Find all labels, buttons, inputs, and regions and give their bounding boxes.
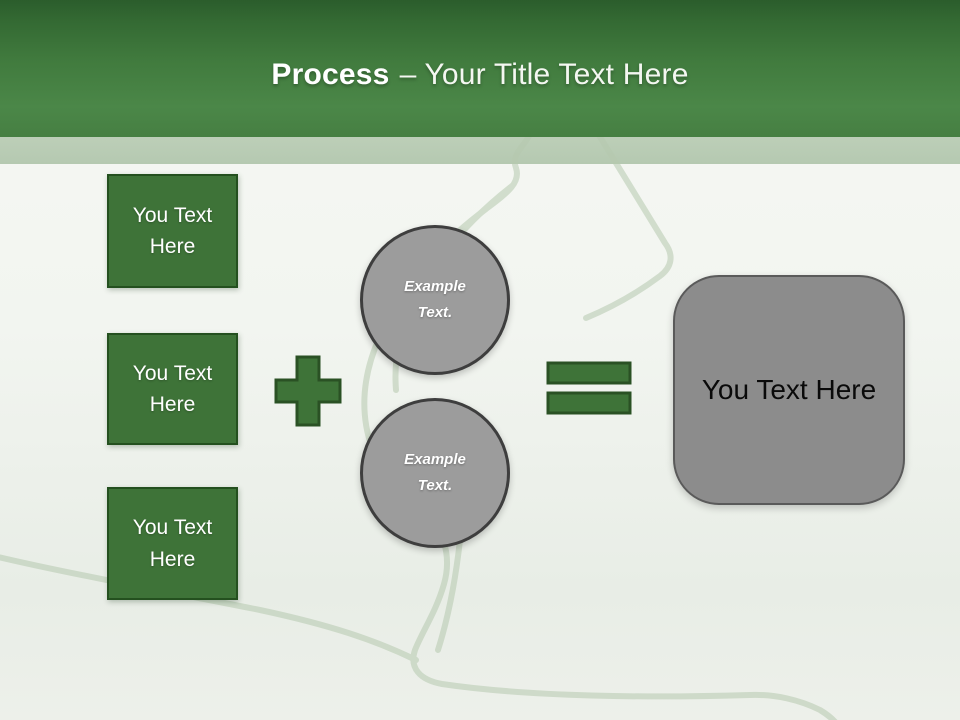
text-placeholder-box-2[interactable]: You Text Here: [107, 333, 238, 445]
decor-leg-line: [435, 537, 463, 653]
slide-title[interactable]: Process – Your Title Text Here: [271, 58, 688, 92]
example-circle-label: Example Text.: [404, 277, 466, 321]
title-rest-text: – Your Title Text Here: [399, 57, 689, 91]
example-circle-1[interactable]: Example Text.: [360, 225, 510, 375]
accent-strip: [0, 135, 960, 164]
decor-v-line: [583, 129, 674, 321]
placeholder-label: You Text Here: [132, 203, 213, 259]
text-placeholder-box-1[interactable]: You Text Here: [107, 174, 238, 288]
result-box[interactable]: You Text Here: [673, 275, 905, 505]
decor-left-sweep: [0, 554, 419, 663]
equals-icon: [546, 361, 632, 415]
placeholder-label: You Text Here: [132, 361, 213, 417]
example-circle-label: Example Text.: [404, 450, 466, 494]
placeholder-label: You Text Here: [132, 516, 213, 571]
text-placeholder-box-3[interactable]: You Text Here: [107, 487, 238, 600]
example-circle-2[interactable]: Example Text.: [360, 398, 510, 548]
title-bold-text: Process: [271, 57, 390, 91]
header-bar: Process – Your Title Text Here: [0, 0, 960, 137]
result-label: You Text Here: [701, 374, 877, 405]
plus-icon: [274, 355, 342, 427]
